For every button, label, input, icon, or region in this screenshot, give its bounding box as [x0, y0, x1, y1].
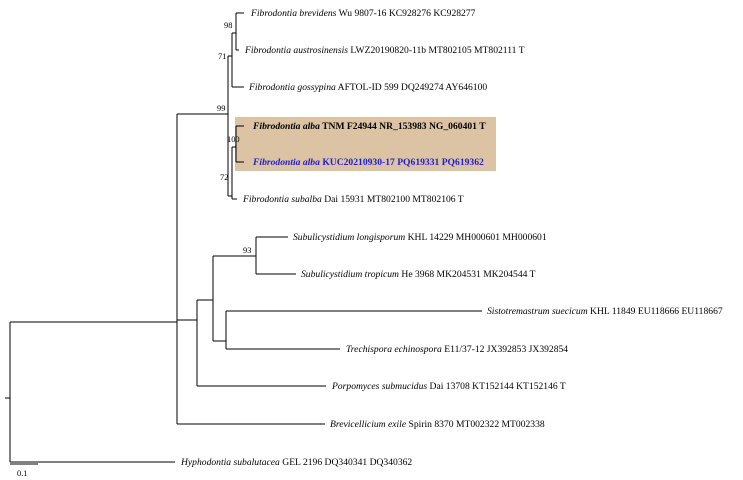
taxon-label-highlight: Fibrodontia alba TNM F24944 NR_153983 NG…	[252, 121, 486, 132]
taxon-label: Brevicellicium exile Spirin 8370 MT00232…	[330, 419, 545, 430]
taxon-label-new: Fibrodontia alba KUC20210930-17 PQ619331…	[252, 157, 484, 168]
support-value: 72	[220, 173, 228, 182]
support-value: 98	[224, 21, 232, 30]
taxon-label: Fibrodontia gossypina AFTOL-ID 599 DQ249…	[248, 82, 487, 93]
tree-branches	[5, 12, 482, 465]
taxon-label: Subulicystidium longisporum KHL 14229 MH…	[293, 232, 547, 243]
support-value: 93	[243, 246, 251, 255]
support-value: 100	[227, 135, 240, 144]
taxon-label: Subulicystidium tropicum He 3968 MK20453…	[301, 269, 536, 280]
highlight-box	[235, 117, 496, 171]
taxon-label: Hyphodontia subalutacea GEL 2196 DQ34034…	[180, 457, 412, 468]
taxon-label: Fibrodontia austrosinensis LWZ20190820-1…	[244, 45, 525, 56]
taxon-label: Trechispora echinospora E11/37-12 JX3928…	[346, 344, 568, 355]
taxon-label: Fibrodontia subalba Dai 15931 MT802100 M…	[242, 194, 464, 205]
taxon-label: Sistotremastrum suecicum KHL 11849 EU118…	[487, 306, 723, 317]
support-value: 99	[217, 104, 225, 113]
taxon-label: Fibrodontia brevidens Wu 9807-16 KC92827…	[250, 8, 476, 19]
taxon-label: Porpomyces submucidus Dai 13708 KT152144…	[331, 381, 566, 392]
scale-bar-label: 0.1	[17, 469, 27, 478]
support-value: 71	[218, 52, 226, 61]
